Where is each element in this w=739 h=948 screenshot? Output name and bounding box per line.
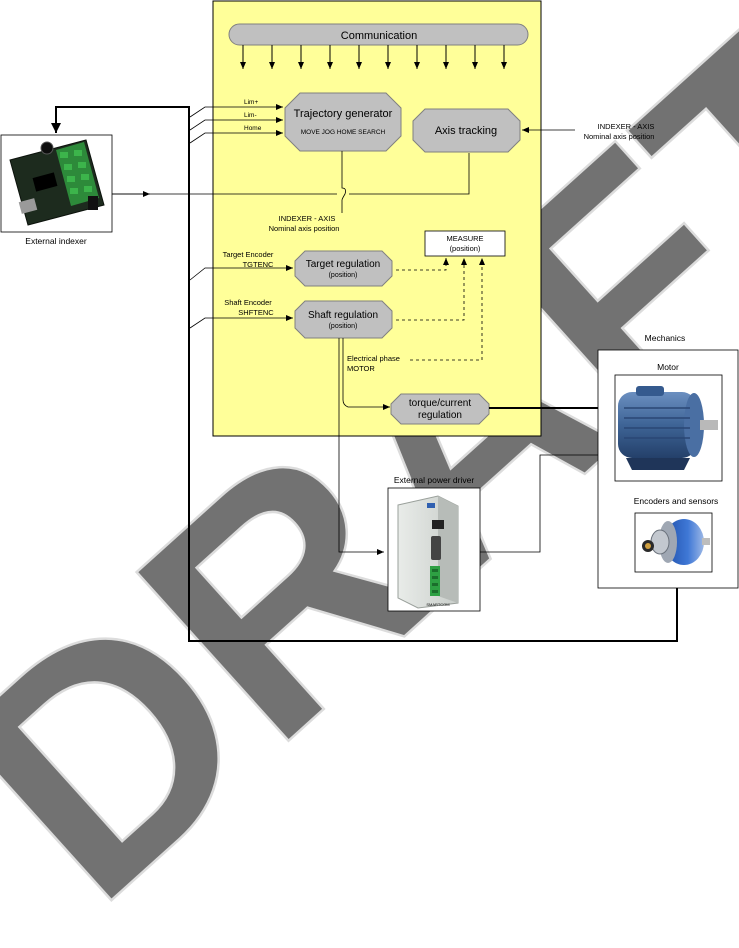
encoders-label: Encoders and sensors [634, 496, 719, 506]
indexer-board-image [9, 139, 105, 226]
external-power-driver-label: External power driver [394, 475, 474, 485]
controller-panel [212, 0, 542, 437]
trajectory-generator-block: Trajectory generator MOVE JOG HOME SEARC… [284, 92, 402, 152]
mechanics-label: Mechanics [645, 333, 686, 343]
trajectory-modes: MOVE JOG HOME SEARCH [301, 129, 386, 136]
indexer-axis-center-line1: INDEXER - AXIS [279, 214, 336, 223]
motor-label: Motor [657, 362, 679, 372]
axis-tracking-block: Axis tracking [412, 108, 521, 153]
external-indexer: External indexer [0, 134, 113, 246]
shaft-regulation-line1: Shaft regulation [308, 310, 378, 321]
external-power-driver: External power driver SMARTCOM [387, 475, 481, 612]
shaft-regulation-line2: (position) [329, 323, 358, 330]
target-regulation-block: Target regulation (position) [294, 250, 393, 287]
torque-regulation-block: torque/current regulation [390, 393, 490, 425]
shaft-encoder-line1: Shaft Encoder [224, 298, 272, 307]
indexer-axis-right: INDEXER - AXIS Nominal axis position [522, 122, 654, 141]
target-regulation-line2: (position) [329, 272, 358, 279]
measure-box: MEASURE (position) [424, 230, 506, 257]
shaft-encoder-line2: SHFTENC [238, 308, 274, 317]
indexer-axis-right-line1: INDEXER - AXIS [598, 122, 655, 131]
shaft-encoder-input: Shaft Encoder SHFTENC [189, 298, 293, 329]
home-label: Home [244, 125, 262, 132]
power-driver-device-text: SMARTCOM [426, 602, 449, 607]
trajectory-title: Trajectory generator [294, 108, 393, 120]
indexer-axis-center-line2: Nominal axis position [269, 224, 340, 233]
lim-plus-label: Lim+ [244, 99, 258, 106]
target-encoder-line1: Target Encoder [223, 250, 274, 259]
electrical-phase-line2: MOTOR [347, 364, 375, 373]
motor-image [618, 386, 718, 470]
axis-tracking-label: Axis tracking [435, 125, 497, 137]
measure-links [396, 258, 485, 361]
target-encoder-line2: TGTENC [243, 260, 274, 269]
measure-line1: MEASURE [446, 234, 483, 243]
external-indexer-label: External indexer [25, 236, 87, 246]
electrical-phase-line1: Electrical phase [347, 354, 400, 363]
measure-line2: (position) [450, 244, 481, 253]
power-driver-image: SMARTCOM [397, 495, 459, 609]
lim-minus-label: Lim- [244, 112, 257, 119]
target-encoder-input: Target Encoder TGTENC [189, 250, 293, 281]
communication-label: Communication [341, 30, 417, 42]
torque-line1: torque/current [409, 398, 471, 409]
shaft-regulation-block: Shaft regulation (position) [294, 300, 393, 339]
limit-inputs: Lim+ Lim- Home [189, 99, 283, 144]
mechanics: Mechanics Motor Encoders and sensors [597, 333, 739, 589]
target-regulation-line1: Target regulation [306, 259, 381, 270]
torque-line2: regulation [418, 410, 462, 421]
communication-bus: Communication [228, 23, 529, 69]
encoder-image [642, 519, 710, 565]
indexer-axis-right-line2: Nominal axis position [584, 132, 655, 141]
